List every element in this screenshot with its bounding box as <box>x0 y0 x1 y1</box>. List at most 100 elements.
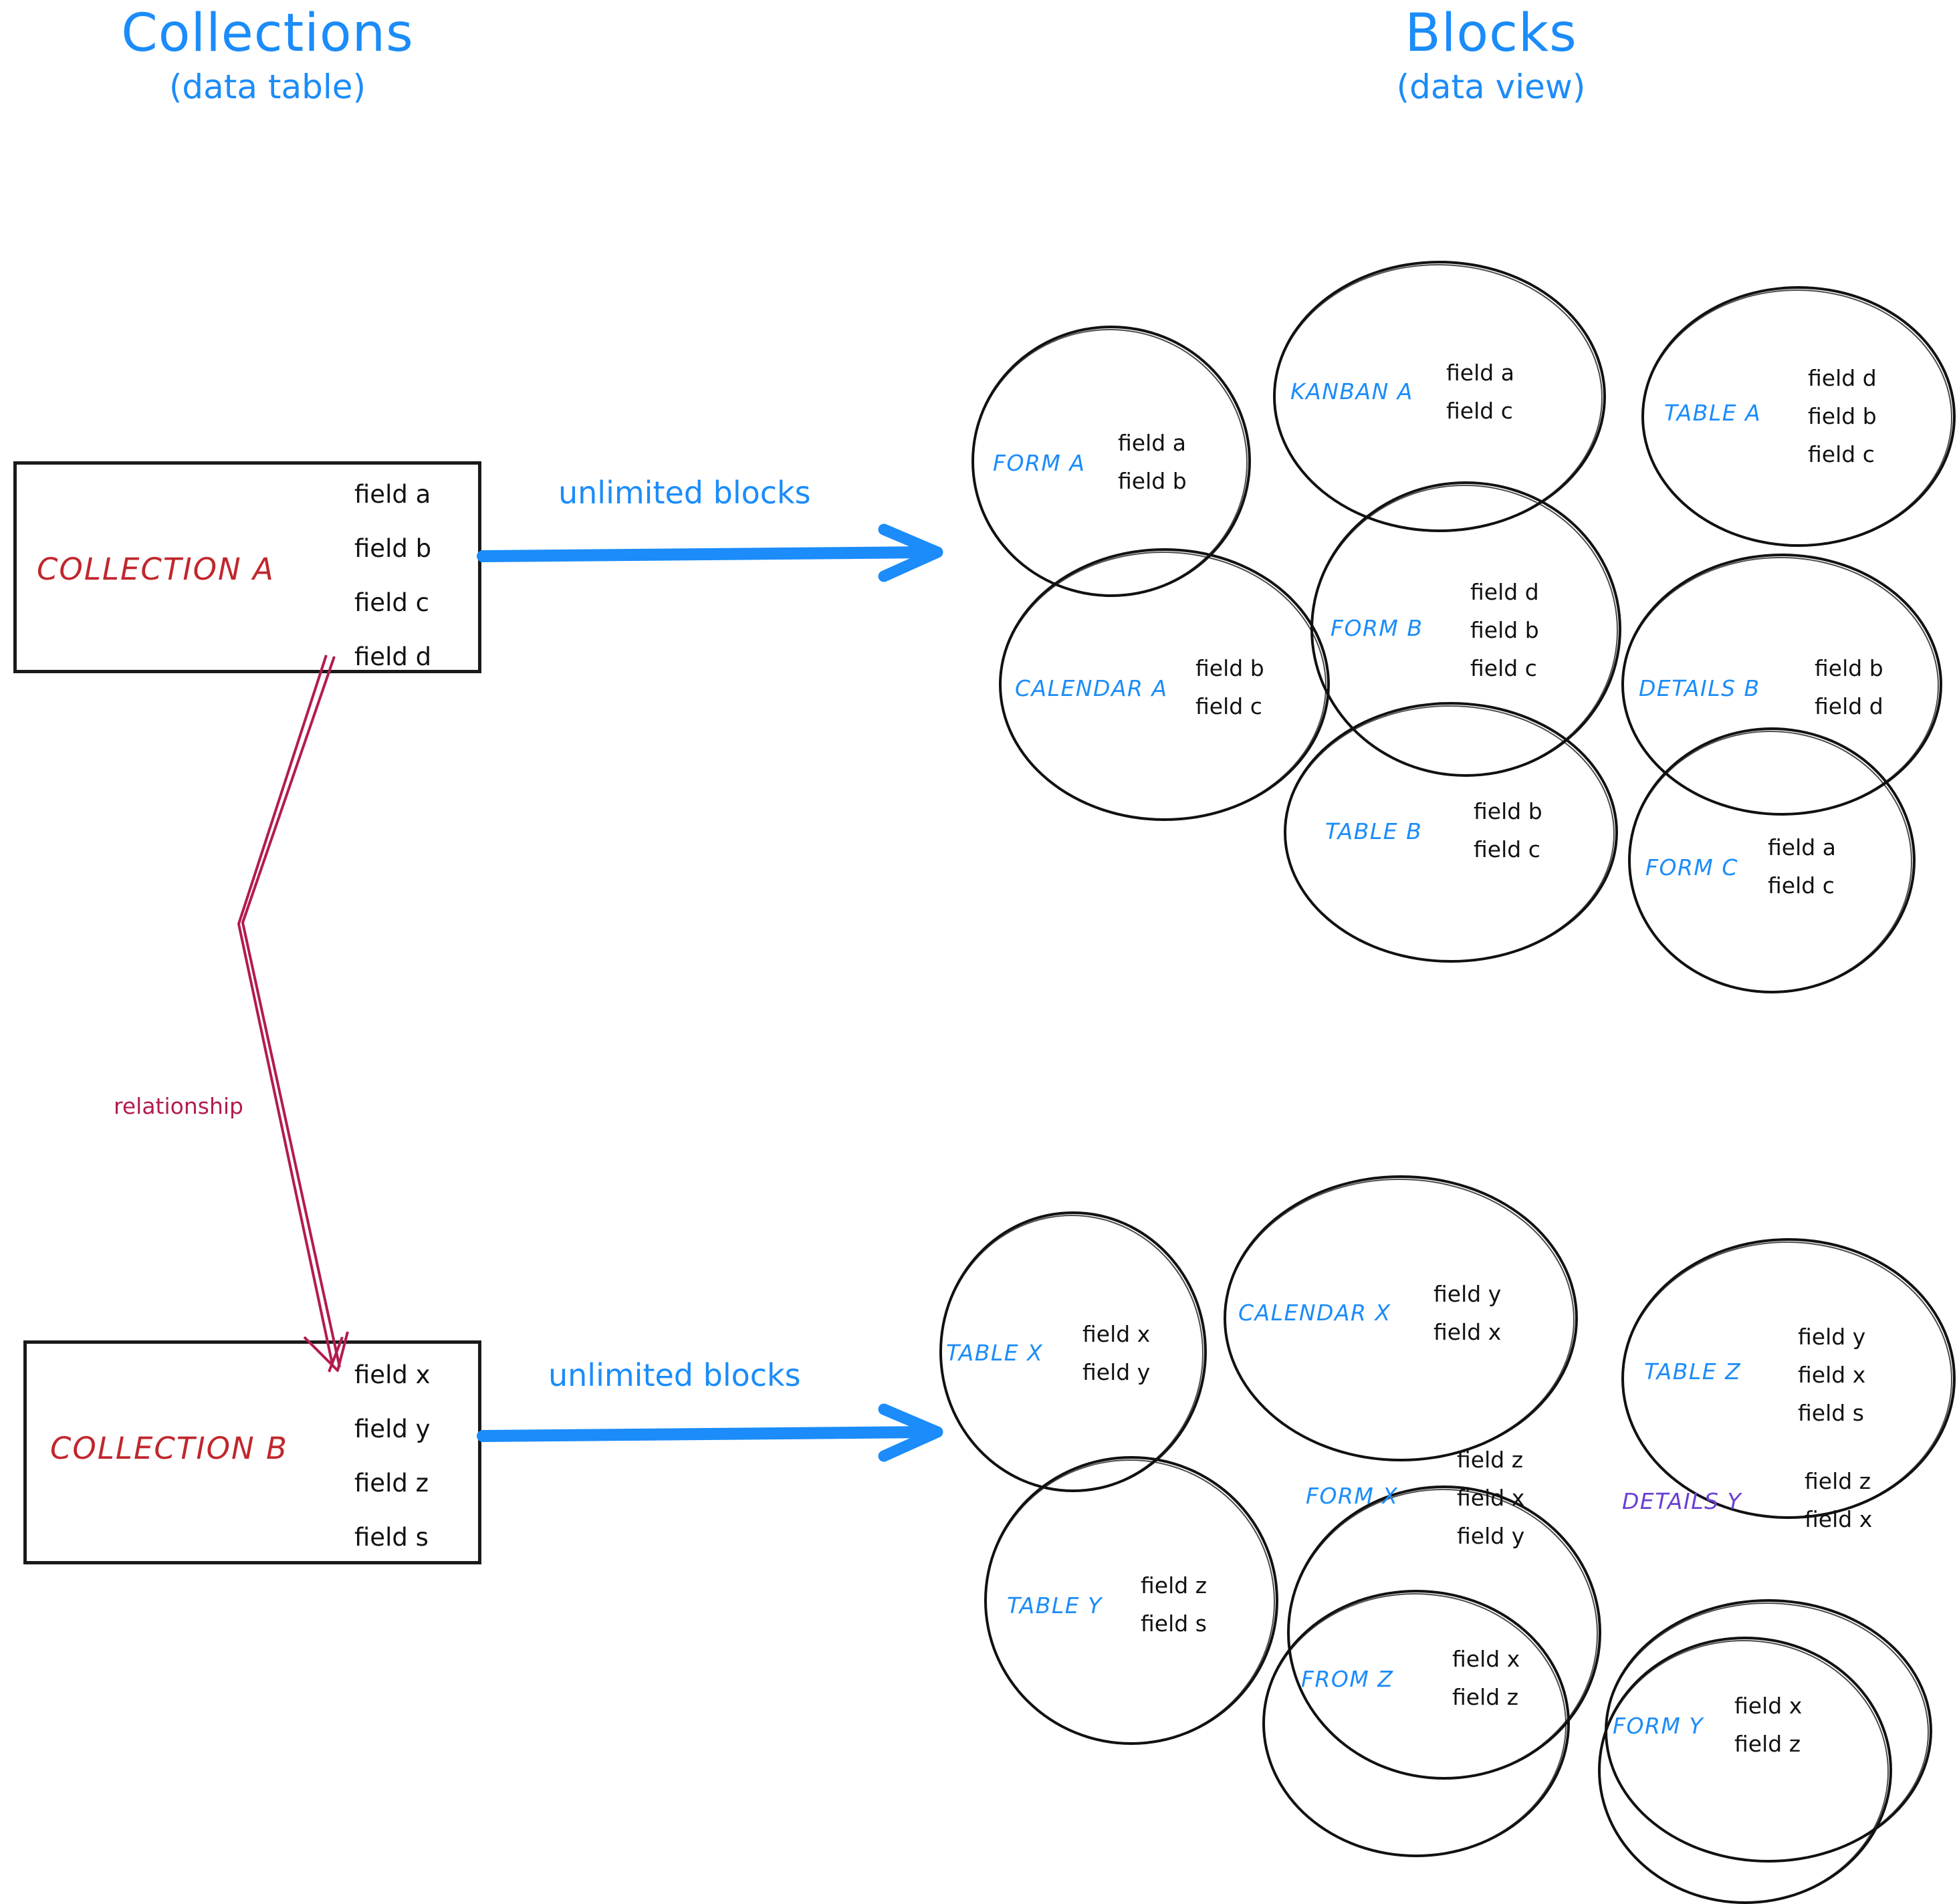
block-table-z[interactable]: TABLE Z field y field x field s <box>1621 1238 1956 1519</box>
block-form-a-name: FORM A <box>993 450 1086 476</box>
collections-subtitle: (data table) <box>168 67 366 106</box>
block-table-a-fields: field d field b field c <box>1808 360 1877 473</box>
unlimited-blocks-label-b: unlimited blocks <box>548 1357 801 1393</box>
field-line: field c <box>1470 654 1537 681</box>
field-line: field x <box>1457 1484 1525 1511</box>
collection-b-field-0: field x <box>354 1360 431 1389</box>
block-table-z-fields: field y field x field s <box>1798 1318 1865 1432</box>
block-table-z-name: TABLE Z <box>1644 1358 1742 1385</box>
block-form-b-fields: field d field b field c <box>1470 574 1539 687</box>
collection-a-name: COLLECTION A <box>37 552 275 587</box>
field-line: field a <box>1118 430 1186 456</box>
field-line: field x <box>1452 1646 1520 1672</box>
block-table-x-fields: field x field y <box>1082 1316 1150 1392</box>
block-form-x-fields: field z field x field y <box>1457 1441 1524 1555</box>
field-line: field b <box>1470 616 1539 643</box>
field-line: field c <box>1474 836 1540 862</box>
field-line: field c <box>1768 872 1835 899</box>
block-form-y-fields: field x field z <box>1734 1687 1802 1764</box>
field-line: field y <box>1457 1522 1525 1549</box>
field-line: field b <box>1808 402 1877 429</box>
field-line: field b <box>1118 467 1187 494</box>
field-line: field s <box>1798 1399 1864 1426</box>
block-from-z-name: FROM Z <box>1301 1666 1394 1692</box>
block-table-y-fields: field z field s <box>1141 1567 1207 1643</box>
block-calendar-x-fields: field y field x <box>1433 1276 1501 1352</box>
block-calendar-a-fields: field b field c <box>1195 650 1264 726</box>
field-line: field b <box>1815 655 1883 681</box>
field-line: field y <box>1433 1281 1502 1307</box>
blocks-title: Blocks <box>1405 3 1577 64</box>
field-line: field s <box>1141 1610 1207 1637</box>
field-line: field x <box>1798 1361 1866 1388</box>
collection-a-box[interactable] <box>13 461 481 673</box>
field-line: field b <box>1474 798 1542 824</box>
block-form-c-fields: field a field c <box>1768 829 1836 905</box>
field-line: field c <box>1195 693 1262 719</box>
diagram-canvas: Collections (data table) Blocks (data vi… <box>13 3 1956 1904</box>
collection-a-field-1: field b <box>354 534 432 563</box>
block-table-b[interactable]: TABLE B field b field c <box>1284 702 1618 963</box>
collection-a-fields: field a field b field c field d <box>354 480 431 671</box>
block-form-y[interactable]: FORM Y field x field z <box>1598 1637 1892 1904</box>
field-line: field d <box>1470 579 1539 605</box>
unlimited-blocks-arrow-b <box>477 1403 943 1462</box>
field-line: field c <box>1446 397 1513 424</box>
collection-a-field-0: field a <box>354 480 431 509</box>
block-calendar-x-name: CALENDAR X <box>1238 1300 1391 1326</box>
field-line: field x <box>1082 1321 1151 1347</box>
field-line: field y <box>1082 1358 1151 1385</box>
field-line: field a <box>1446 360 1514 386</box>
field-line: field d <box>1815 693 1883 719</box>
field-line: field z <box>1734 1730 1801 1757</box>
field-line: field x <box>1433 1318 1502 1345</box>
field-line: field x <box>1805 1506 1873 1532</box>
block-form-y-name: FORM Y <box>1613 1713 1704 1739</box>
field-line: field z <box>1805 1468 1871 1494</box>
field-line: field x <box>1734 1693 1803 1719</box>
block-from-z-fields: field x field z <box>1452 1641 1520 1717</box>
block-table-y-name: TABLE Y <box>1007 1592 1103 1619</box>
field-line: field z <box>1141 1572 1207 1598</box>
collection-b-field-1: field y <box>354 1415 431 1443</box>
collection-b-field-3: field s <box>354 1523 429 1552</box>
block-from-z[interactable]: FROM Z field x field z <box>1262 1590 1570 1857</box>
block-kanban-a-name: KANBAN A <box>1290 378 1413 404</box>
block-calendar-x[interactable]: CALENDAR X field y field x <box>1224 1175 1578 1461</box>
blocks-subtitle: (data view) <box>1396 67 1586 106</box>
block-form-x-name: FORM X <box>1306 1483 1399 1509</box>
collection-a-field-3: field d <box>354 642 432 671</box>
block-calendar-a-name: CALENDAR A <box>1015 675 1168 701</box>
block-kanban-a-fields: field a field c <box>1446 354 1514 431</box>
collection-b-name: COLLECTION B <box>50 1431 288 1466</box>
block-table-x[interactable]: TABLE X field x field y <box>939 1211 1207 1492</box>
collection-a-field-2: field c <box>354 588 429 617</box>
field-line: field c <box>1808 441 1875 467</box>
block-table-x-name: TABLE X <box>946 1340 1044 1366</box>
block-table-y[interactable]: TABLE Y field z field s <box>984 1456 1278 1745</box>
block-calendar-a[interactable]: CALENDAR A field b field c <box>999 548 1330 821</box>
unlimited-blocks-arrow-a <box>477 523 943 582</box>
unlimited-blocks-label-a: unlimited blocks <box>558 475 811 511</box>
blocks-heading: Blocks (data view) <box>1264 3 1718 106</box>
block-form-c-name: FORM C <box>1645 854 1738 880</box>
field-line: field d <box>1808 365 1877 391</box>
block-table-b-fields: field b field c <box>1474 793 1542 869</box>
collections-title: Collections <box>121 3 414 64</box>
relationship-connector <box>237 654 349 1373</box>
block-form-c[interactable]: FORM C field a field c <box>1628 727 1916 993</box>
block-table-b-name: TABLE B <box>1325 818 1423 844</box>
field-line: field z <box>1452 1683 1519 1710</box>
field-line: field z <box>1457 1447 1524 1473</box>
collections-heading: Collections (data table) <box>40 3 495 106</box>
field-line: field y <box>1798 1324 1866 1350</box>
block-table-a[interactable]: TABLE A field d field b field c <box>1641 286 1956 547</box>
collection-b-fields: field x field y field z field s <box>354 1360 431 1552</box>
block-form-x[interactable]: FORM X field z field x field y <box>1287 1447 1601 1780</box>
block-table-a-name: TABLE A <box>1664 400 1762 426</box>
collection-b-box[interactable] <box>23 1340 481 1564</box>
relationship-label: relationship <box>114 1093 243 1119</box>
block-details-b-name: DETAILS B <box>1639 675 1760 701</box>
field-line: field b <box>1195 655 1264 681</box>
block-form-a-fields: field a field b <box>1118 425 1187 501</box>
